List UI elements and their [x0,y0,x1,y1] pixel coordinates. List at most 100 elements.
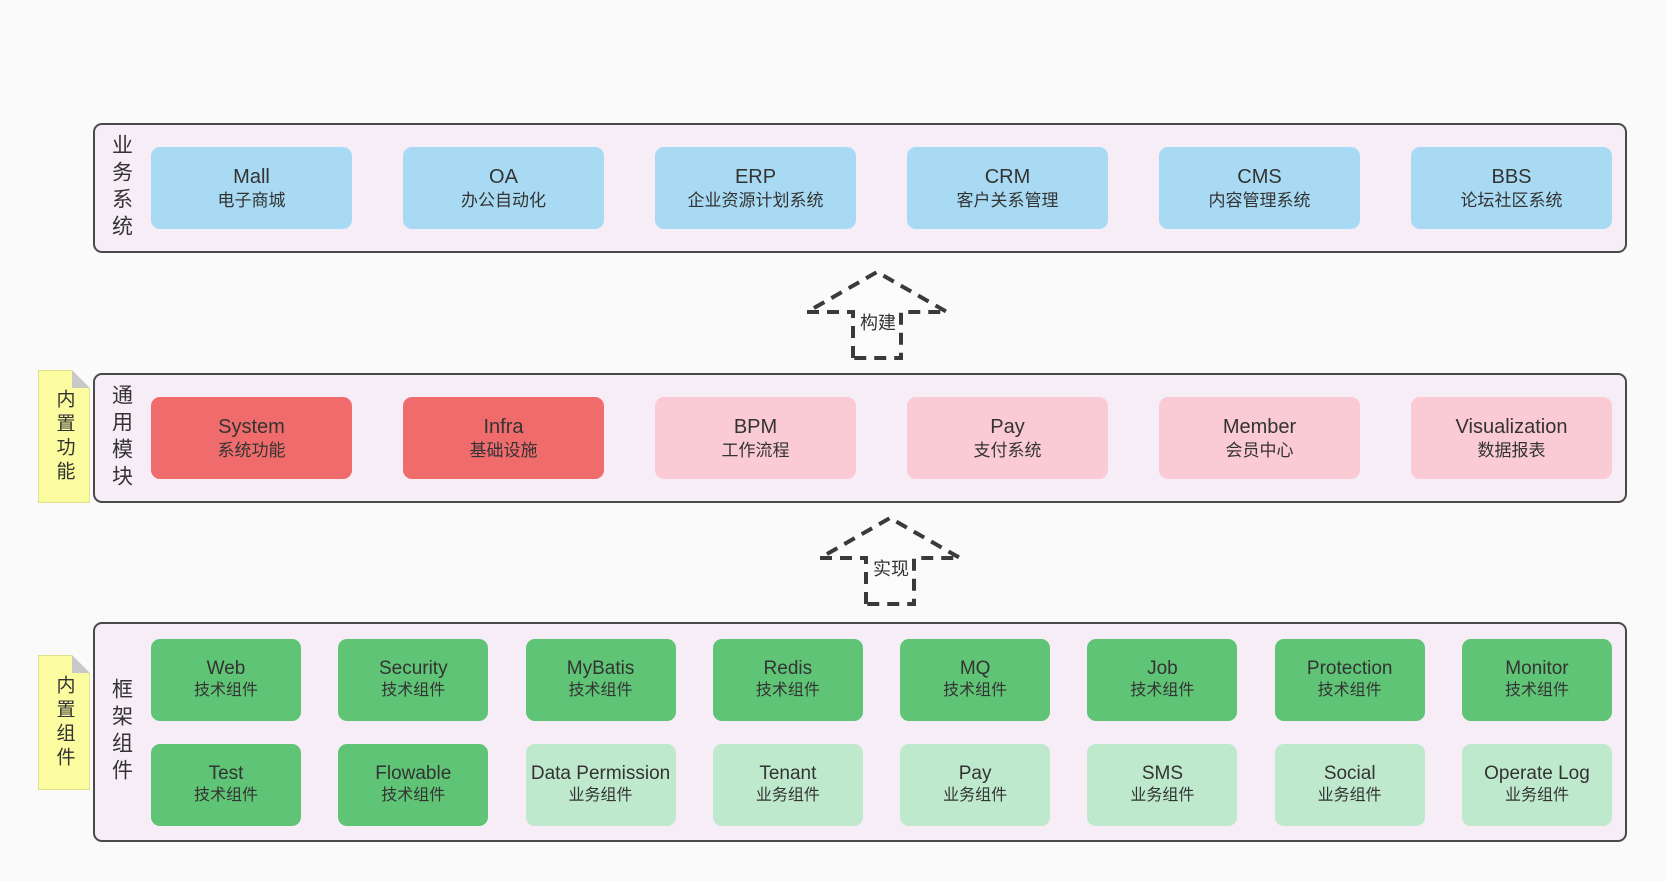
box-name: CRM [984,165,1031,188]
box-name: OA [489,165,518,188]
box-mybatis: MyBatis 技术组件 [525,638,676,721]
implement-arrow-label: 实现 [870,555,912,581]
box-desc: 客户关系管理 [956,190,1059,210]
box-desc: 业务组件 [1317,786,1382,804]
box-name: System [218,415,285,438]
box-web: Web 技术组件 [151,638,301,721]
box-name: Mall [233,165,270,188]
business-systems-layer: 业务系统 Mall 电子商城 OA 办公自动化 ERP 企业资源计划系统 CRM… [93,123,1627,253]
box-desc: 业务组件 [755,786,820,804]
box-desc: 技术组件 [1130,681,1195,699]
box-protection: Protection 技术组件 [1274,638,1425,721]
box-desc: 技术组件 [1317,681,1382,699]
box-name: Pay [990,415,1025,438]
box-name: SMS [1141,763,1183,785]
box-name: Protection [1306,658,1393,680]
box-desc: 内容管理系统 [1208,190,1311,210]
common-modules-layer: 通用模块 System 系统功能 Infra 基础设施 BPM 工作流程 Pay… [93,373,1627,503]
box-crm: CRM 客户关系管理 [907,147,1108,229]
box-oa: OA 办公自动化 [403,147,604,229]
framework-components-label-column: 框架组件 [95,624,147,840]
builtin-features-sticky-note: 内置功能 [38,370,90,503]
box-name: Social [1323,763,1376,785]
box-cms: CMS 内容管理系统 [1159,147,1360,229]
box-desc: 业务组件 [1130,786,1195,804]
box-operate-log: Operate Log 业务组件 [1461,743,1612,826]
box-desc: 技术组件 [1504,681,1569,699]
box-redis: Redis 技术组件 [712,638,863,721]
box-desc: 技术组件 [193,681,258,699]
builtin-components-sticky-label: 内置组件 [53,674,75,771]
framework-components-rows: Web 技术组件 Security 技术组件 MyBatis 技术组件 Redi… [147,624,1625,840]
box-desc: 办公自动化 [461,190,546,210]
box-name: Web [206,658,246,680]
box-name: Job [1147,658,1178,680]
box-name: Data Permission [530,763,671,785]
box-tenant: Tenant 业务组件 [712,743,863,826]
box-bpm: BPM 工作流程 [655,397,856,479]
box-desc: 基础设施 [469,440,538,460]
box-visualization: Visualization 数据报表 [1411,397,1612,479]
box-infra: Infra 基础设施 [403,397,604,479]
common-modules-boxes: System 系统功能 Infra 基础设施 BPM 工作流程 Pay 支付系统… [147,375,1625,501]
box-name: Member [1222,415,1297,438]
common-modules-label: 通用模块 [109,384,133,492]
box-name: ERP [734,165,777,188]
box-member: Member 会员中心 [1159,397,1360,479]
business-systems-boxes: Mall 电子商城 OA 办公自动化 ERP 企业资源计划系统 CRM 客户关系… [147,125,1625,251]
box-name: MyBatis [566,658,635,680]
box-name: Operate Log [1484,763,1590,785]
box-desc: 会员中心 [1225,440,1294,460]
box-name: Pay [958,763,992,785]
box-desc: 业务组件 [1504,786,1569,804]
box-social: Social 业务组件 [1274,743,1425,826]
box-security: Security 技术组件 [338,638,489,721]
box-name: Infra [483,415,524,438]
box-desc: 技术组件 [381,786,446,804]
box-bbs: BBS 论坛社区系统 [1411,147,1612,229]
box-desc: 支付系统 [973,440,1042,460]
box-name: Flowable [375,763,452,785]
box-name: Redis [763,658,813,680]
box-name: Tenant [759,763,817,785]
box-desc: 业务组件 [568,786,633,804]
box-job: Job 技术组件 [1087,638,1238,721]
box-name: BBS [1491,165,1532,188]
common-modules-label-column: 通用模块 [95,375,147,501]
framework-components-row-2: Test 技术组件 Flowable 技术组件 Data Permission … [151,743,1612,826]
box-name: Monitor [1505,658,1569,680]
box-data-permission: Data Permission 业务组件 [525,743,676,826]
box-desc: 技术组件 [943,681,1008,699]
box-flowable: Flowable 技术组件 [338,743,489,826]
box-desc: 系统功能 [217,440,286,460]
framework-components-row-1: Web 技术组件 Security 技术组件 MyBatis 技术组件 Redi… [151,638,1612,721]
box-desc: 技术组件 [381,681,446,699]
box-desc: 论坛社区系统 [1460,190,1563,210]
box-name: CMS [1237,165,1282,188]
box-desc: 技术组件 [193,786,258,804]
framework-components-layer: 框架组件 Web 技术组件 Security 技术组件 MyBatis 技术组件… [93,622,1627,842]
box-name: Test [208,763,244,785]
box-name: MQ [959,658,991,680]
box-desc: 工作流程 [721,440,790,460]
box-sms: SMS 业务组件 [1087,743,1238,826]
box-desc: 企业资源计划系统 [687,190,824,210]
build-arrow-label: 构建 [857,309,899,335]
box-name: Security [378,658,448,680]
box-monitor: Monitor 技术组件 [1461,638,1612,721]
business-systems-label: 业务系统 [109,134,133,242]
box-name: BPM [733,415,778,438]
box-desc: 技术组件 [568,681,633,699]
box-name: Visualization [1455,415,1568,438]
box-mall: Mall 电子商城 [151,147,352,229]
box-pay-component: Pay 业务组件 [900,743,1051,826]
framework-components-label: 框架组件 [109,678,133,786]
box-erp: ERP 企业资源计划系统 [655,147,856,229]
box-desc: 数据报表 [1477,440,1546,460]
box-desc: 技术组件 [755,681,820,699]
box-pay-module: Pay 支付系统 [907,397,1108,479]
builtin-components-sticky-note: 内置组件 [38,655,90,790]
box-test: Test 技术组件 [151,743,301,826]
box-system: System 系统功能 [151,397,352,479]
box-mq: MQ 技术组件 [900,638,1051,721]
